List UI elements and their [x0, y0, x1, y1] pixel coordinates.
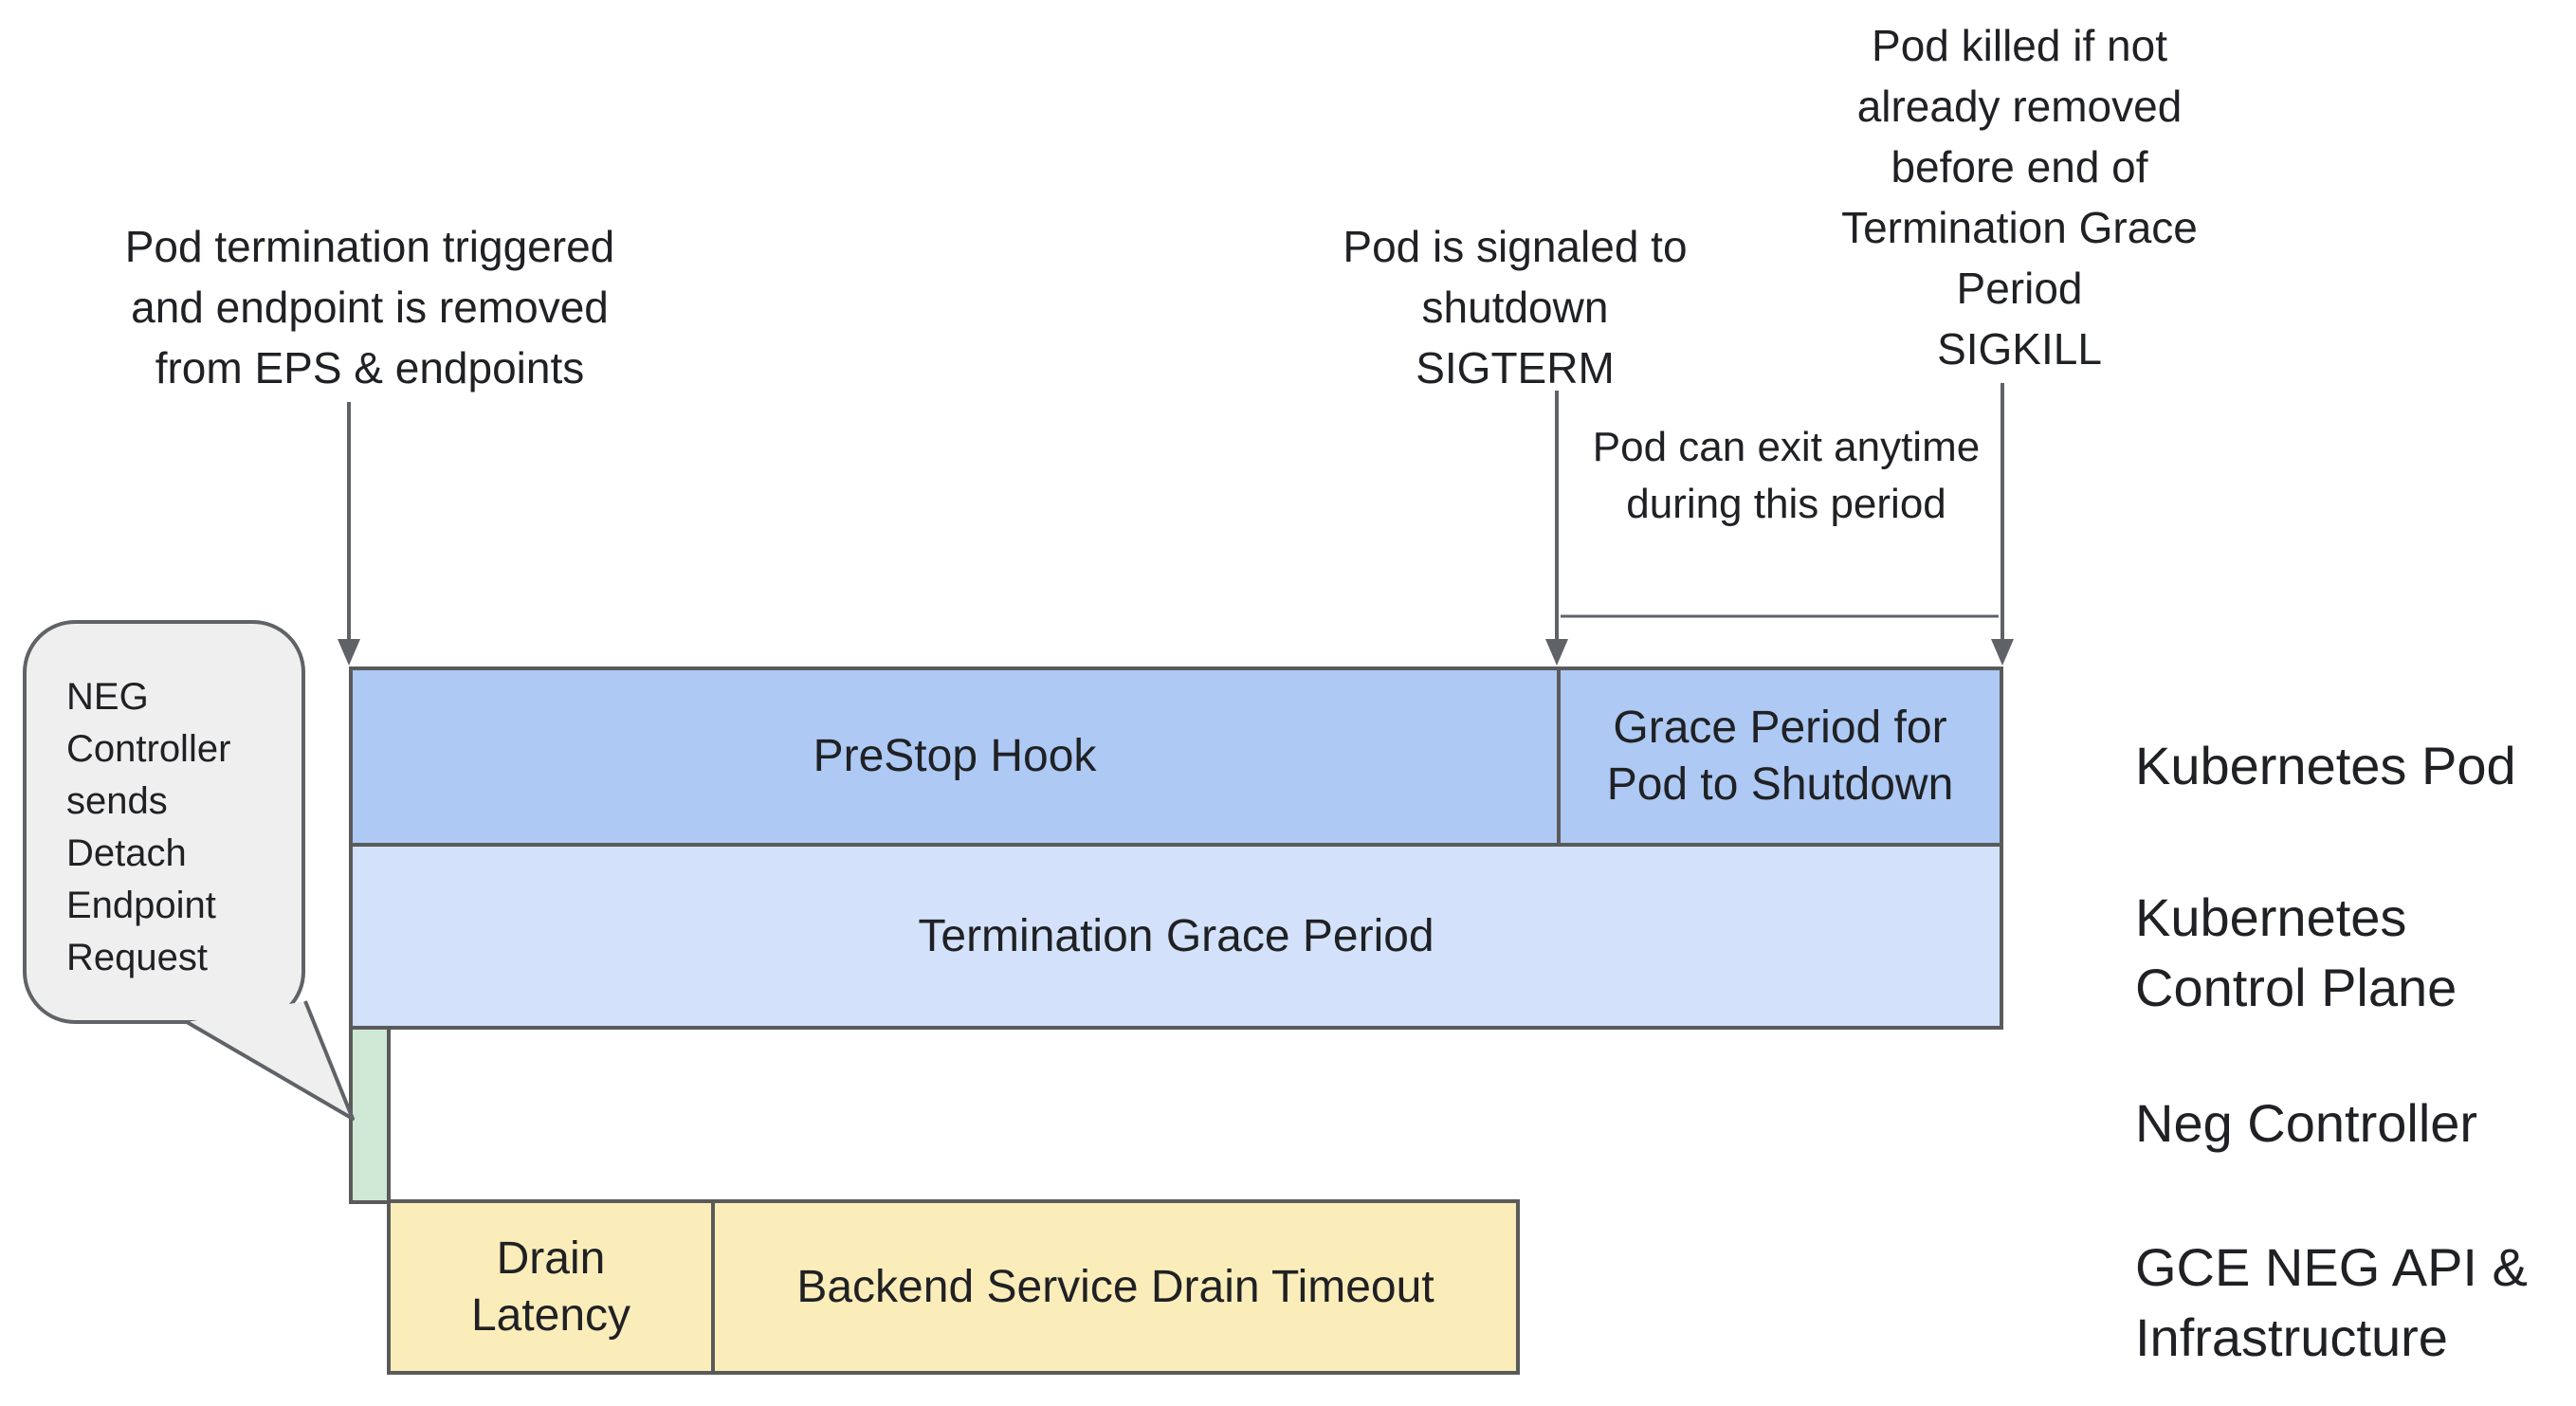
bar-neg-detach	[349, 1026, 391, 1204]
bar-grace-period-shutdown: Grace Period for Pod to Shutdown	[1557, 666, 2003, 847]
termination-trigger-arrow	[338, 402, 360, 666]
lane-gce-neg-api: GCE NEG API & Infrastructure	[2135, 1237, 2528, 1367]
annotation-sigkill: Pod killed if not already removed before…	[1841, 21, 2198, 374]
arrowhead-icon	[338, 639, 360, 666]
bar-termination-grace-period-label: Termination Grace Period	[918, 910, 1434, 961]
bar-prestop-hook: PreStop Hook	[349, 666, 1561, 847]
bar-drain-latency-label: Drain Latency	[470, 1233, 631, 1341]
arrowhead-icon	[1991, 639, 2014, 666]
arrowhead-icon	[1545, 639, 1568, 666]
annotation-pod-can-exit: Pod can exit anytime during this period	[1592, 424, 1981, 527]
bar-drain-latency: Drain Latency	[387, 1199, 715, 1375]
bar-backend-drain-timeout-label: Backend Service Drain Timeout	[796, 1261, 1434, 1312]
bar-prestop-hook-label: PreStop Hook	[813, 731, 1097, 781]
annotation-termination-triggered: Pod termination triggered and endpoint i…	[124, 222, 615, 393]
lane-neg-controller: Neg Controller	[2135, 1093, 2478, 1153]
lane-kubernetes-pod: Kubernetes Pod	[2135, 736, 2516, 795]
neg-controller-callout: NEG Controller sends Detach Endpoint Req…	[23, 620, 305, 1024]
callout-text: NEG Controller sends Detach Endpoint Req…	[66, 676, 231, 978]
bar-termination-grace-period: Termination Grace Period	[349, 843, 2003, 1030]
bar-grace-period-shutdown-label: Grace Period for Pod to Shutdown	[1606, 703, 1954, 810]
annotation-sigterm: Pod is signaled to shutdown SIGTERM	[1343, 222, 1688, 393]
bar-backend-drain-timeout: Backend Service Drain Timeout	[711, 1199, 1520, 1375]
lane-kubernetes-control-plane: Kubernetes Control Plane	[2135, 887, 2457, 1017]
sigterm-arrow	[1545, 391, 1568, 666]
